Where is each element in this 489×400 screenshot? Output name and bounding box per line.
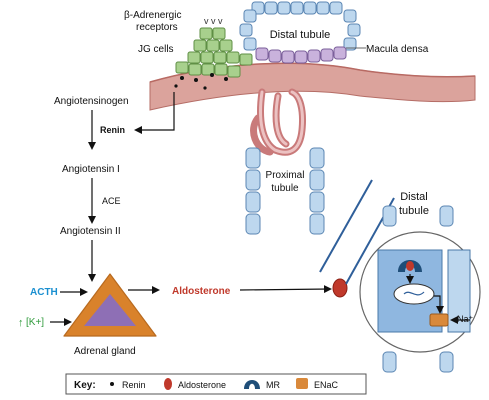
key-renin-icon — [110, 382, 114, 386]
angiotensinogen-label: Angiotensinogen — [54, 96, 129, 107]
ace-label: ACE — [102, 196, 121, 206]
key-mr-label: MR — [266, 380, 280, 390]
key-mr-icon — [244, 380, 260, 389]
k-plus-label: [K+] — [26, 317, 44, 328]
macula-densa-label: Macula densa — [366, 44, 429, 55]
key-title: Key: — [74, 380, 96, 391]
distal-tubule-right — [382, 205, 454, 373]
angiotensin-2-label: Angiotensin II — [60, 226, 121, 237]
mr-receptor — [398, 260, 422, 272]
enac-channel — [429, 313, 449, 327]
distal-tubule-top-label: Distal tubule — [270, 29, 331, 41]
adrenal-gland-label: Adrenal gland — [74, 346, 136, 357]
aldosterone-label: Aldosterone — [172, 286, 231, 297]
key-aldosterone-label: Aldosterone — [178, 380, 226, 390]
distal-tubule-top — [239, 1, 361, 64]
jg-cells — [175, 27, 253, 78]
distal-tubule-right-label-1: Distal — [400, 191, 428, 203]
proximal-tubule — [245, 147, 325, 235]
beta-receptor-glyphs: v v v — [204, 16, 223, 26]
renin-label: Renin — [100, 125, 125, 135]
key-enac-label: ENaC — [314, 380, 339, 390]
acth-label: ACTH — [30, 287, 58, 298]
cell-zoom-view — [359, 231, 481, 353]
na-plus-label: Na⁺ — [457, 314, 474, 324]
aldosterone-molecule — [332, 278, 348, 298]
key-renin-label: Renin — [122, 380, 146, 390]
jg-cells-label: JG cells — [138, 44, 174, 55]
angiotensin-1-label: Angiotensin I — [62, 164, 120, 175]
proximal-tubule-label-2: tubule — [271, 183, 299, 194]
legend-key: Key: Renin Aldosterone MR ENaC — [65, 373, 367, 395]
adrenal-gland-shape — [63, 273, 157, 337]
beta-receptors-label-2: receptors — [136, 22, 178, 33]
key-enac-icon — [296, 378, 308, 389]
k-plus-arrow: ↑ — [18, 317, 24, 329]
beta-receptors-label-1: β-Adrenergic — [124, 10, 181, 21]
key-aldosterone-icon — [164, 378, 172, 390]
renin-dots — [174, 73, 228, 90]
proximal-tubule-label-1: Proximal — [266, 170, 305, 181]
distal-tubule-right-label-2: tubule — [399, 205, 429, 217]
